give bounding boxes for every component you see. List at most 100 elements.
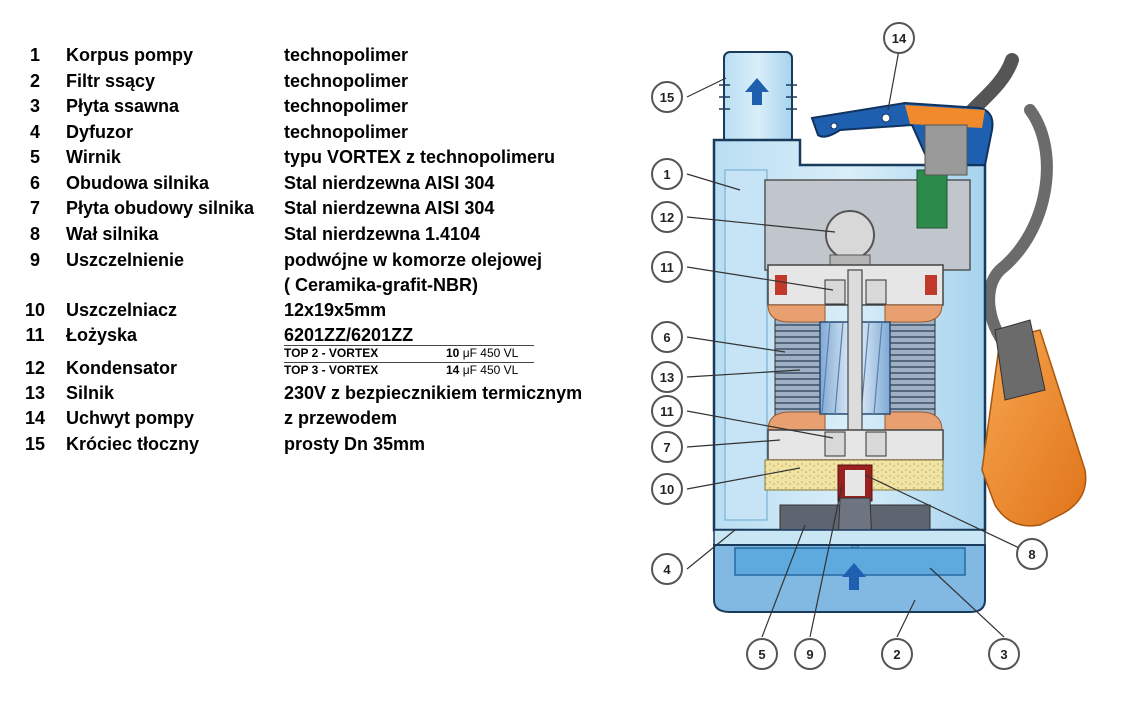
capacitor-value-unit: μF 450 VL xyxy=(462,346,519,360)
svg-text:2: 2 xyxy=(893,647,900,662)
cable-gland xyxy=(924,124,968,176)
part-row: 15 Króciec tłoczny prosty Dn 35mm xyxy=(0,433,640,459)
winding xyxy=(767,304,826,323)
svg-text:5: 5 xyxy=(758,647,765,662)
part-number: 6 xyxy=(29,173,40,193)
svg-text:11: 11 xyxy=(660,404,674,419)
part-name: Łożyska xyxy=(66,325,138,345)
callout-2: 2 xyxy=(881,638,913,670)
part-material: technopolimer xyxy=(284,45,409,65)
body-inner-wall xyxy=(724,169,768,521)
callout-4: 4 xyxy=(651,553,683,585)
callout-1: 1 xyxy=(651,158,683,190)
handle-hole xyxy=(830,122,838,130)
callout-8: 8 xyxy=(1016,538,1048,570)
part-name: Uszczelnienie xyxy=(66,250,185,270)
part-number: 3 xyxy=(29,96,40,116)
part-number: 4 xyxy=(29,122,40,142)
parts-list: 1 Korpus pompy technopolimer 2 Filtr ssą… xyxy=(0,0,640,470)
part-number: 11 xyxy=(25,325,45,345)
part-row: 9 Uszczelnienie podwójne w komorze olejo… xyxy=(0,249,640,275)
callout-5: 5 xyxy=(746,638,778,670)
part-number: 10 xyxy=(24,300,46,320)
svg-text:7: 7 xyxy=(663,440,670,455)
part-material: 12x19x5mm xyxy=(284,300,387,320)
callout-13: 13 xyxy=(651,361,683,393)
stator-right xyxy=(889,317,936,419)
part-row: 2 Filtr ssący technopolimer xyxy=(0,70,640,96)
svg-text:12: 12 xyxy=(660,210,674,225)
winding xyxy=(767,411,826,431)
part-number: 8 xyxy=(29,224,40,244)
callout-6: 6 xyxy=(651,321,683,353)
part-material-line2: ( Ceramika-grafit-NBR) xyxy=(284,275,479,295)
part-row: 13 Silnik 230V z bezpiecznikiem termiczn… xyxy=(0,382,640,408)
capacitor-value-number: 14 xyxy=(446,363,460,377)
capacitor-value-unit: μF 450 VL xyxy=(462,363,519,377)
part-row: 11 Łożyska 6201ZZ/6201ZZ xyxy=(0,324,640,350)
callout-14: 14 xyxy=(883,22,915,54)
capacitor-row: TOP 3 - VORTEX 14 μF 450 VL xyxy=(284,362,534,379)
part-number: 9 xyxy=(29,250,40,270)
part-number: 14 xyxy=(24,408,46,428)
callout-circles: 15 14 1 12 11 6 13 11 7 10 4 5 9 2 3 8 xyxy=(651,22,1048,670)
part-material: technopolimer xyxy=(284,96,409,116)
part-material: typu VORTEX z technopolimeru xyxy=(284,147,556,167)
part-material: prosty Dn 35mm xyxy=(284,434,426,454)
callout-7: 7 xyxy=(651,431,683,463)
pipe-ribs xyxy=(719,84,797,110)
callout-3: 3 xyxy=(988,638,1020,670)
part-row: 6 Obudowa silnika Stal nierdzewna AISI 3… xyxy=(0,172,640,198)
callout-11: 11 xyxy=(651,251,683,283)
stator-left xyxy=(774,317,821,419)
part-row: 10 Uszczelniacz 12x19x5mm xyxy=(0,299,640,325)
part-material: podwójne w komorze olejowej xyxy=(284,250,543,270)
inflow-arrow-icon xyxy=(842,563,866,590)
part-row: 14 Uchwyt pompy z przewodem xyxy=(0,407,640,433)
capacitor xyxy=(825,210,875,260)
part-name: Uchwyt pompy xyxy=(66,408,195,428)
part-material: z przewodem xyxy=(284,408,398,428)
part-number: 2 xyxy=(29,71,40,91)
svg-text:10: 10 xyxy=(660,482,674,497)
winding xyxy=(884,304,943,323)
part-row: 3 Płyta ssawna technopolimer xyxy=(0,95,640,121)
bearing xyxy=(865,279,887,305)
bearing xyxy=(824,279,846,305)
svg-text:14: 14 xyxy=(892,31,907,46)
handle-hole xyxy=(881,113,891,123)
part-number: 13 xyxy=(24,383,46,403)
part-name: Silnik xyxy=(66,383,115,403)
seal-ring xyxy=(775,275,787,295)
part-row: 5 Wirnik typu VORTEX z technopolimeru xyxy=(0,146,640,172)
switch-block xyxy=(916,169,948,229)
part-material: Stal nierdzewna 1.4104 xyxy=(284,224,481,244)
capacitor-row: TOP 2 - VORTEX 10 μF 450 VL xyxy=(284,345,534,362)
part-number: 5 xyxy=(29,147,40,167)
winding xyxy=(884,411,943,431)
capacitor-rule xyxy=(284,345,534,346)
seal-ring xyxy=(925,275,937,295)
svg-text:6: 6 xyxy=(663,330,670,345)
seal-inner xyxy=(845,470,865,496)
part-number: 15 xyxy=(24,434,46,454)
part-material: 6201ZZ/6201ZZ xyxy=(284,325,414,345)
part-name: Płyta ssawna xyxy=(66,96,180,116)
part-material: technopolimer xyxy=(284,122,409,142)
svg-text:15: 15 xyxy=(660,90,674,105)
svg-text:8: 8 xyxy=(1028,547,1035,562)
capacitor-model: TOP 3 - VORTEX xyxy=(284,363,379,377)
part-row: 1 Korpus pompy technopolimer xyxy=(0,44,640,70)
svg-text:9: 9 xyxy=(806,647,813,662)
part-name: Korpus pompy xyxy=(66,45,194,65)
part-name: Płyta obudowy silnika xyxy=(66,198,255,218)
callout-11: 11 xyxy=(651,395,683,427)
part-row: 4 Dyfuzor technopolimer xyxy=(0,121,640,147)
part-row: 8 Wał silnika Stal nierdzewna 1.4104 xyxy=(0,223,640,249)
svg-text:13: 13 xyxy=(660,370,674,385)
callout-10: 10 xyxy=(651,473,683,505)
svg-text:3: 3 xyxy=(1000,647,1007,662)
capacitor-value-number: 10 xyxy=(446,346,460,360)
svg-text:1: 1 xyxy=(663,167,670,182)
bearing xyxy=(824,431,846,457)
